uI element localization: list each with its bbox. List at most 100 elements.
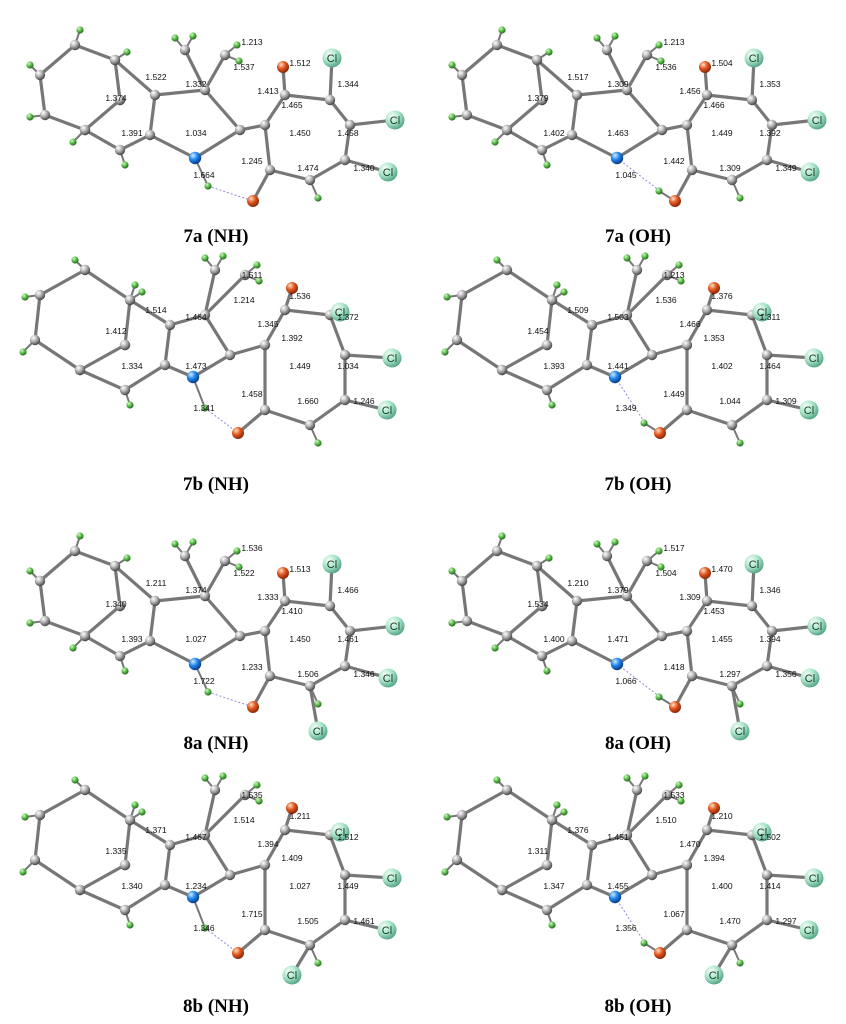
bond (605, 48, 629, 92)
bond (585, 843, 594, 887)
carbon-atom (114, 650, 126, 662)
bond (575, 88, 629, 97)
hydrogen-atom (545, 554, 553, 562)
bond (113, 564, 122, 608)
bond (500, 343, 549, 372)
chlorine-atom (382, 348, 402, 368)
chlorine-atom (744, 48, 764, 68)
carbon-atom (259, 859, 271, 871)
bond-length-label: 1.664 (193, 170, 215, 180)
bond-length-label: 1.379 (527, 93, 549, 103)
oxygen-atom (654, 427, 666, 439)
bond (455, 338, 504, 372)
hydrogen-atom (655, 187, 663, 195)
bond (168, 313, 207, 327)
bond-length-label: 1.536 (289, 291, 311, 301)
carbon-atom (601, 550, 613, 562)
bond (705, 308, 754, 317)
bond (570, 599, 579, 643)
hydrogen-bond (207, 691, 254, 708)
hydrogen-atom (491, 644, 499, 652)
carbon-atom (259, 404, 271, 416)
hydrogen-atom (655, 693, 663, 701)
hydrogen-bond (204, 927, 239, 954)
bond (38, 549, 77, 583)
hydrogen-atom (189, 32, 197, 40)
carbon-atom (179, 550, 191, 562)
hydrogen-atom (121, 161, 129, 169)
bond (78, 368, 127, 392)
chlorine-atom (807, 616, 827, 636)
carbon-atom (339, 914, 351, 926)
bond (535, 58, 579, 97)
bond-length-label: 1.511 (242, 270, 263, 280)
bond-length-label: 1.504 (711, 58, 733, 68)
bond-length-label: 1.512 (289, 58, 311, 68)
bond (535, 564, 544, 608)
chlorine-atom (800, 162, 820, 182)
bond (455, 813, 464, 862)
bond (765, 629, 774, 668)
carbon-atom (681, 404, 693, 416)
hydrogen-atom (121, 667, 129, 675)
hydrogen-atom (736, 439, 744, 447)
chlorine-atom (330, 302, 350, 322)
bond-length-label: 1.334 (121, 361, 143, 371)
chlorine-label: Cl (804, 925, 814, 937)
hydrogen-atom (201, 254, 209, 262)
bond (615, 634, 664, 666)
hydrogen-atom (189, 538, 197, 546)
carbon-atom (581, 359, 593, 371)
hydrogen-atom (314, 194, 322, 202)
bond-length-label: 1.394 (703, 853, 725, 863)
carbon-atom (219, 555, 231, 567)
hydrogen-atom (233, 41, 241, 49)
bond (168, 833, 207, 847)
carbon-atom (681, 625, 693, 637)
bond-length-label: 1.345 (257, 319, 279, 329)
bond-length-label: 1.372 (337, 312, 359, 322)
hydrogen-atom (493, 256, 501, 264)
bond (730, 158, 769, 182)
bond (283, 828, 332, 837)
bond (765, 123, 774, 162)
bond (38, 579, 47, 623)
oxygen-atom (699, 567, 711, 579)
bond (495, 43, 539, 62)
bond (545, 883, 589, 912)
carbon-atom (74, 884, 86, 896)
hydrogen-atom (611, 32, 619, 40)
carbon-atom (501, 124, 513, 136)
carbon-atom (621, 309, 633, 321)
carbon-atom (144, 129, 156, 141)
hydrogen-atom (545, 48, 553, 56)
carbon-atom (701, 824, 713, 836)
chlorine-atom (752, 302, 772, 322)
chlorine-label: Cl (709, 970, 719, 982)
panels-layer: ClClCl1.5221.5371.2131.5121.3441.3741.33… (19, 26, 827, 985)
carbon-atom (149, 595, 161, 607)
bond (705, 93, 754, 102)
carbon-atom (601, 44, 613, 56)
bond-length-label: 1.213 (241, 37, 263, 47)
bond (263, 928, 312, 947)
carbon-atom (339, 660, 351, 672)
bond-length-label: 1.465 (281, 100, 303, 110)
carbon-atom (571, 89, 583, 101)
hydrogen-atom (493, 776, 501, 784)
bond (183, 48, 207, 92)
bond-length-label: 1.211 (146, 578, 167, 588)
chlorine-atom (377, 400, 397, 420)
bond (263, 828, 287, 867)
carbon-atom (179, 44, 191, 56)
oxygen-atom (708, 802, 720, 814)
bond (540, 639, 574, 658)
bond-length-label: 1.340 (121, 881, 143, 891)
hydrogen-atom (76, 26, 84, 34)
hydrogen-atom (655, 547, 663, 555)
carbon-atom (571, 595, 583, 607)
hydrogen-bond (616, 157, 661, 192)
carbon-atom (661, 789, 673, 801)
bond-length-label: 1.391 (121, 128, 143, 138)
bond (283, 599, 332, 608)
